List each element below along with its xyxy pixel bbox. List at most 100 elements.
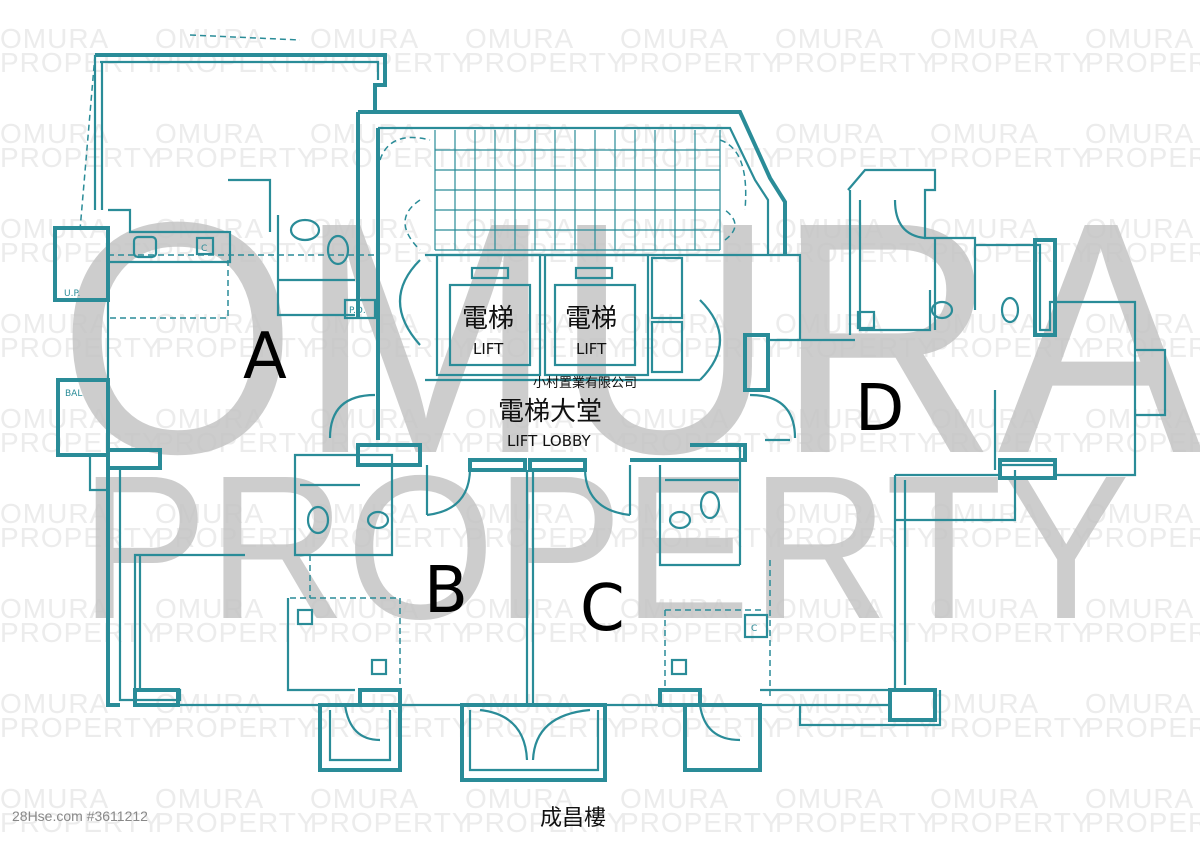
watermark-tile: OMURA xyxy=(0,118,109,149)
watermark-tile: OMURA xyxy=(620,118,729,149)
watermark-tile: PROPERTY xyxy=(1085,522,1200,553)
pd-label: P.D. xyxy=(349,306,366,316)
up-label: U.P. xyxy=(64,289,80,299)
building-name: 成昌樓 xyxy=(540,806,606,831)
cooker-label-c: C xyxy=(751,624,757,634)
watermark-tile: OMURA xyxy=(930,688,1039,719)
watermark-tile: OMURA xyxy=(310,783,419,814)
watermark-tile: PROPERTY xyxy=(620,142,782,173)
watermark-tile: OMURA xyxy=(465,403,574,434)
watermark-tile: OMURA xyxy=(155,403,264,434)
watermark-tile: PROPERTY xyxy=(620,617,782,648)
watermark-tile: OMURA xyxy=(620,23,729,54)
watermark-tile: PROPERTY xyxy=(155,712,317,743)
watermark-tile: PROPERTY xyxy=(930,332,1092,363)
watermark-tile: PROPERTY xyxy=(310,807,472,838)
watermark-tile: OMURA xyxy=(775,783,884,814)
watermark-tile: PROPERTY xyxy=(775,807,937,838)
watermark-tile: OMURA xyxy=(465,783,574,814)
watermark-tile: OMURA xyxy=(1085,593,1194,624)
watermark-tile: PROPERTY xyxy=(930,47,1092,78)
watermark-tile: OMURA xyxy=(1085,308,1194,339)
watermark-tile: OMURA xyxy=(1085,403,1194,434)
watermark-tile: OMURA xyxy=(930,23,1039,54)
watermark-tile: OMURA xyxy=(0,403,109,434)
watermark-tile: PROPERTY xyxy=(0,617,162,648)
watermark-tile: OMURA xyxy=(930,308,1039,339)
watermark-tile: PROPERTY xyxy=(620,237,782,268)
watermark-tile: OMURA xyxy=(775,118,884,149)
watermark-tile: PROPERTY xyxy=(155,142,317,173)
watermark-tile: PROPERTY xyxy=(620,332,782,363)
watermark-tile: OMURA xyxy=(155,118,264,149)
unit-d-label: D xyxy=(855,372,904,446)
watermark-tile: PROPERTY xyxy=(0,522,162,553)
cooker-label: C xyxy=(201,244,207,254)
watermark-tile: OMURA xyxy=(930,593,1039,624)
watermark-tile: OMURA xyxy=(620,213,729,244)
watermark-tile: PROPERTY xyxy=(465,522,627,553)
watermark-tile: PROPERTY xyxy=(775,332,937,363)
watermark-tile: OMURA xyxy=(930,498,1039,529)
watermark-tile: PROPERTY xyxy=(620,47,782,78)
watermark-tile: OMURA xyxy=(1085,213,1194,244)
watermark-tile: PROPERTY xyxy=(930,427,1092,458)
watermark-tile: OMURA xyxy=(0,593,109,624)
watermark-tile: OMURA xyxy=(930,118,1039,149)
watermark-tile: OMURA xyxy=(155,308,264,339)
watermark-tile: PROPERTY xyxy=(155,427,317,458)
unit-a-label: A xyxy=(243,320,287,394)
watermark-tile: OMURA xyxy=(1085,783,1194,814)
watermark-tile: PROPERTY xyxy=(155,807,317,838)
watermark-tile: OMURA xyxy=(1085,23,1194,54)
watermark-tile: OMURA xyxy=(775,213,884,244)
watermark-tile: OMURA xyxy=(1085,498,1194,529)
watermark-tile: PROPERTY xyxy=(930,237,1092,268)
watermark-tile: PROPERTY xyxy=(775,142,937,173)
watermark-tile: OMURA xyxy=(1085,688,1194,719)
company-watermark: 小村置業有限公司 xyxy=(533,375,637,391)
watermark-tile: OMURA xyxy=(775,593,884,624)
watermark-tile: PROPERTY xyxy=(310,427,472,458)
watermark-tile: PROPERTY xyxy=(0,712,162,743)
lift-lobby-zh: 電梯大堂 xyxy=(498,397,602,427)
watermark-tile: PROPERTY xyxy=(1085,332,1200,363)
watermark-tile: PROPERTY xyxy=(155,332,317,363)
watermark-tile: OMURA xyxy=(310,23,419,54)
watermark-tile: OMURA xyxy=(620,403,729,434)
source-caption: 28Hse.com #3611212 xyxy=(12,808,148,824)
watermark-tile: OMURA xyxy=(620,783,729,814)
watermark-tile: PROPERTY xyxy=(0,142,162,173)
watermark-tile: OMURA xyxy=(775,23,884,54)
watermark-tile: PROPERTY xyxy=(620,712,782,743)
watermark-tile: PROPERTY xyxy=(1085,427,1200,458)
watermark-tile: OMURA xyxy=(155,498,264,529)
watermark-tile: PROPERTY xyxy=(1085,617,1200,648)
watermark-tile: OMURA xyxy=(465,498,574,529)
watermark-tile: PROPERTY xyxy=(155,522,317,553)
big-watermark-property: PROPERTY xyxy=(80,433,1130,662)
watermark-tile: OMURA xyxy=(0,308,109,339)
watermark-tile: PROPERTY xyxy=(930,142,1092,173)
watermark-tile: PROPERTY xyxy=(465,617,627,648)
watermark-tile: PROPERTY xyxy=(465,47,627,78)
watermark-tile: PROPERTY xyxy=(465,142,627,173)
watermark-tile: OMURA xyxy=(310,118,419,149)
watermark-tile: OMURA xyxy=(0,783,109,814)
watermark-tile: PROPERTY xyxy=(310,142,472,173)
unit-c-label: C xyxy=(580,572,625,646)
watermark-tile: PROPERTY xyxy=(775,617,937,648)
watermark-tile: PROPERTY xyxy=(775,712,937,743)
watermark-tile: OMURA xyxy=(775,688,884,719)
watermark-tile: PROPERTY xyxy=(775,47,937,78)
watermark-tile: OMURA xyxy=(465,593,574,624)
watermark-tile: OMURA xyxy=(310,403,419,434)
watermark-tile: PROPERTY xyxy=(930,617,1092,648)
watermark-tile: PROPERTY xyxy=(1085,142,1200,173)
watermark-tile: OMURA xyxy=(465,23,574,54)
lift-2-zh: 電梯 xyxy=(565,304,617,334)
watermark-tile: PROPERTY xyxy=(310,332,472,363)
bal-label: BAL xyxy=(65,389,82,399)
watermark-tile: OMURA xyxy=(310,213,419,244)
watermark-tile: OMURA xyxy=(0,498,109,529)
